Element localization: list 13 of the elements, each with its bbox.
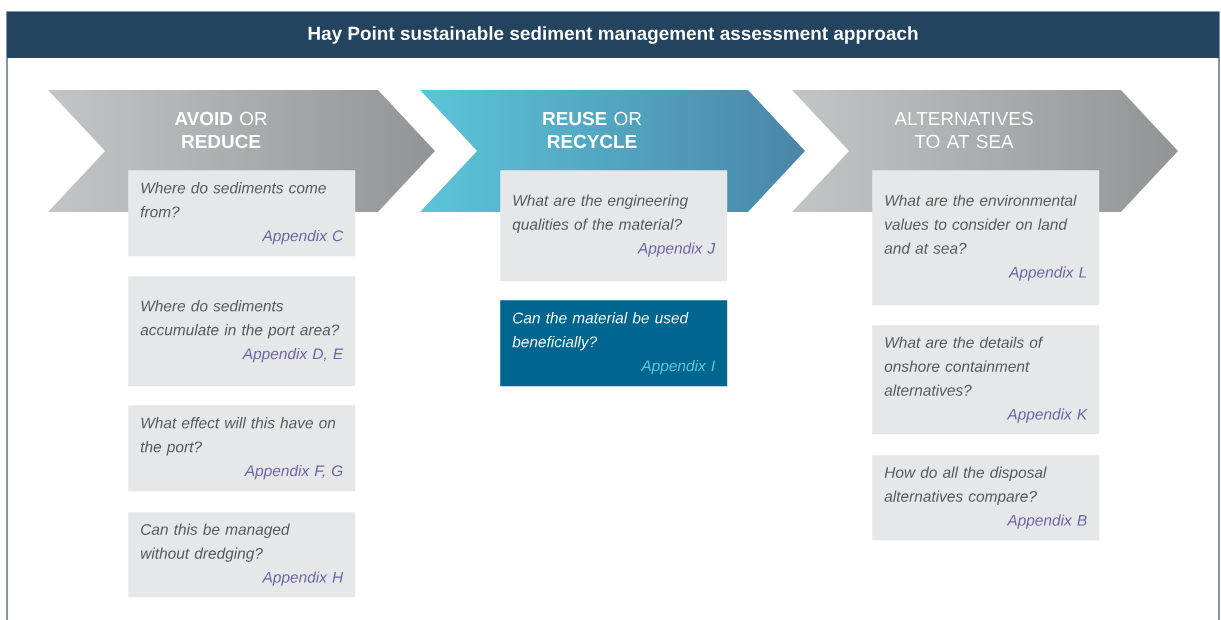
question-box: Where do sediments accumulate in the port area? Appendix D, E [128,276,356,387]
question-box: How do all the disposal alternatives compare? Appendix B [872,455,1100,541]
chevron-arrow: AVOID OR REDUCE [174,111,267,149]
question-box: Where do sediments come from? Appendix C [128,170,356,257]
question-box: Can this be managed without dredging? Appendix H [128,512,356,598]
question-box: Can the material be used beneficially? Appendix I [500,300,728,387]
question-box: What are the environmental values to consider on land and at sea? Appendix L [872,170,1100,306]
chevron-arrow: ALTERNATIVES TO AT SEA [894,111,1033,149]
question-box: What are the details of onshore containment alternatives? Appendix K [872,325,1100,435]
question-box: What are the engineering qualities of the material? Appendix J [500,170,728,282]
title-banner: Hay Point sustainable sediment management assessment approach [7,12,1219,58]
chevron-arrow: REUSE OR RECYCLE [543,111,642,149]
question-box: What effect will this have on the port? Appendix F, G [128,405,356,492]
